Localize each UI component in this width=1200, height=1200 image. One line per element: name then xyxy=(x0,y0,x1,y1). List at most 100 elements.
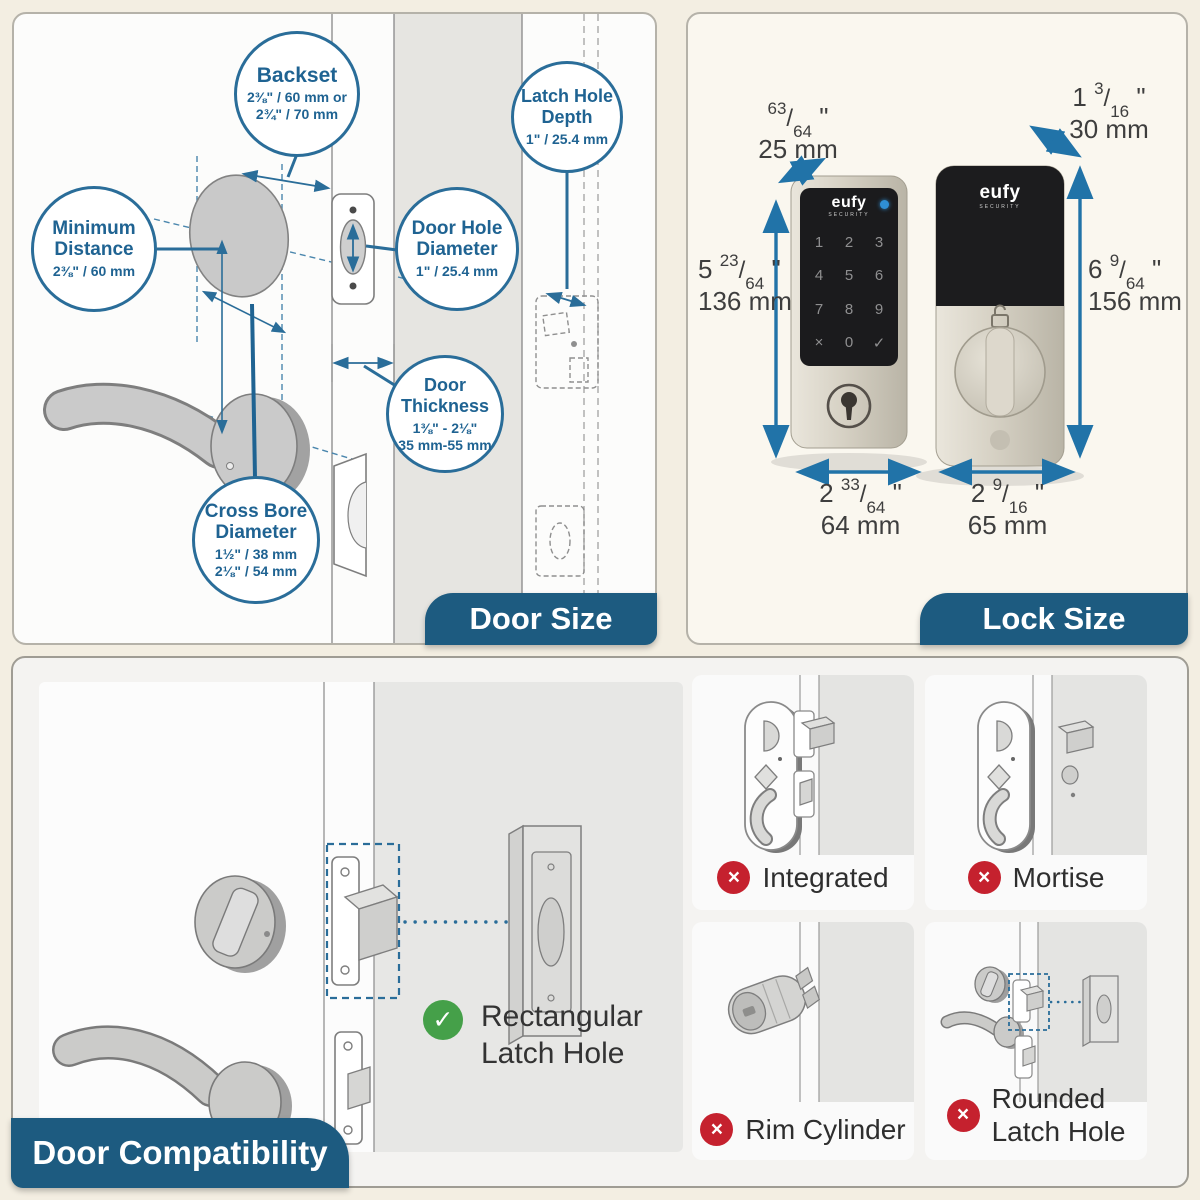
callout-value: 1" / 25.4 mm xyxy=(525,131,609,147)
cross-bore-hole xyxy=(188,174,290,298)
status-led xyxy=(880,200,889,209)
callout-value: 35 mm-55 mm xyxy=(398,436,492,453)
callout-title: Minimum Distance xyxy=(52,218,136,260)
strike-plate xyxy=(508,824,582,1046)
callout-backset: Backset 2⅜" / 60 mm or 2¾" / 70 mm xyxy=(234,31,360,157)
key-6: 6 xyxy=(874,267,884,285)
card-label-row: × Rounded Latch Hole xyxy=(925,1082,1147,1148)
callout-value: 2¾" / 70 mm xyxy=(255,106,339,122)
latch-bolts xyxy=(793,710,836,818)
exterior-depth-label: 63/64 " 25 mm xyxy=(758,99,838,164)
interior-deadbolt-unit xyxy=(935,165,1065,467)
key-0: 0 xyxy=(844,334,854,352)
door-compatibility-tab-label: Door Compatibility xyxy=(32,1134,328,1171)
deadbolt-thumbturn xyxy=(974,966,1010,1003)
door-lever-handle xyxy=(940,1011,1024,1049)
rim-cylinder-body xyxy=(727,966,821,1035)
rim-cylinder-diagram xyxy=(727,922,914,1102)
lower-latch-plate xyxy=(1014,1035,1036,1079)
deadbolt-thumbturn xyxy=(194,875,286,973)
callout-title: Door Thickness xyxy=(400,374,490,416)
exterior-keypad-unit xyxy=(790,175,908,449)
callout-title: Cross Bore Diameter xyxy=(204,500,308,543)
card-rim-cylinder: × Rim Cylinder xyxy=(692,922,914,1160)
thickness-ticks xyxy=(331,344,395,382)
latch-pocket xyxy=(333,452,367,578)
rectangular-latch-diagram-area: ✓ Rectangular Latch Hole xyxy=(39,682,683,1152)
key-4: 4 xyxy=(814,267,824,285)
keypad-keys: 1 2 3 4 5 6 7 8 9 × 0 ✓ xyxy=(804,226,894,360)
callout-cross-bore-diameter: Cross Bore Diameter 1½" / 38 mm 2⅛" / 54… xyxy=(192,476,320,604)
door-compatibility-tab: Door Compatibility xyxy=(11,1118,349,1188)
card-mortise: × Mortise xyxy=(925,675,1147,910)
eufy-logo: eufy xyxy=(979,182,1021,203)
rectangular-latch-hole-label: Rectangular Latch Hole xyxy=(481,1000,643,1070)
lower-latch-plate xyxy=(334,1031,371,1145)
eufy-logo: eufy xyxy=(831,194,867,211)
x-icon: × xyxy=(967,861,1001,894)
x-icon: × xyxy=(700,1113,734,1146)
interior-width-label: 2 9/16 " 65 mm xyxy=(967,475,1048,540)
card-rounded-latch-hole: × Rounded Latch Hole xyxy=(925,922,1147,1160)
delete-key-icon: × xyxy=(814,334,824,352)
card-label: Rim Cylinder xyxy=(745,1113,906,1145)
eufy-security-label: SECURITY xyxy=(979,204,1021,210)
eufy-security-label: SECURITY xyxy=(828,212,870,218)
callout-value: 1⅜" - 2⅛" xyxy=(412,419,478,436)
door-compatibility-panel: ✓ Rectangular Latch Hole xyxy=(11,656,1189,1188)
key-9: 9 xyxy=(874,300,884,318)
card-label-row: × Integrated xyxy=(692,861,914,894)
card-label-row: × Rim Cylinder xyxy=(692,1113,914,1146)
key-2: 2 xyxy=(844,234,854,252)
key-5: 5 xyxy=(844,267,854,285)
exterior-width-label: 2 33/64 " 64 mm xyxy=(819,475,902,540)
callout-door-thickness: Door Thickness 1⅜" - 2⅛" 35 mm-55 mm xyxy=(386,355,504,473)
key-8: 8 xyxy=(844,300,854,318)
key-7: 7 xyxy=(814,300,824,318)
strike-box xyxy=(1082,974,1119,1048)
confirm-key-icon: ✓ xyxy=(872,334,886,352)
check-icon: ✓ xyxy=(423,1000,463,1040)
door-size-tab-label: Door Size xyxy=(469,601,613,636)
card-label: Rounded Latch Hole xyxy=(991,1083,1126,1147)
mount-dot xyxy=(990,430,1010,450)
callout-door-hole-diameter: Door Hole Diameter 1" / 25.4 mm xyxy=(395,187,519,311)
frame-dashed-lines xyxy=(583,14,599,643)
mortise-lock-diagram xyxy=(977,675,1147,855)
interior-height-label: 6 9/64 " 156 mm xyxy=(1088,251,1182,316)
callout-title: Door Hole Diameter xyxy=(411,218,503,260)
callout-minimum-distance: Minimum Distance 2⅜" / 60 mm xyxy=(31,186,157,312)
x-icon: × xyxy=(717,861,751,894)
door-size-tab: Door Size xyxy=(425,593,657,645)
callout-value: 1½" / 38 mm xyxy=(214,545,298,562)
handleset xyxy=(744,701,802,853)
callout-latch-hole-depth: Latch Hole Depth 1" / 25.4 mm xyxy=(511,61,623,173)
card-label-row: × Mortise xyxy=(925,861,1147,894)
key-3: 3 xyxy=(874,234,884,252)
exterior-height-label: 5 23/64 " 136 mm xyxy=(698,251,792,316)
door-size-panel: Backset 2⅜" / 60 mm or 2¾" / 70 mm Minim… xyxy=(12,12,657,645)
interior-depth-label: 1 3/16 " 30 mm xyxy=(1069,79,1149,144)
lock-size-panel: eufy SECURITY 1 2 3 4 5 6 7 8 9 × 0 ✓ eu… xyxy=(686,12,1188,645)
latch-bolt-highlighted xyxy=(1008,973,1085,1031)
lock-dimensions-diagram xyxy=(762,125,1094,486)
card-label: Mortise xyxy=(1012,861,1105,893)
callout-value: 2⅜" / 60 mm xyxy=(52,263,136,279)
lock-size-tab-label: Lock Size xyxy=(982,601,1126,636)
callout-title: Latch Hole Depth xyxy=(520,86,613,127)
callout-title: Backset xyxy=(256,64,338,87)
rectangular-latch-bolt xyxy=(325,842,401,1000)
key-1: 1 xyxy=(814,234,824,252)
latch-hole-outline-lower xyxy=(535,505,585,577)
rounded-latch-diagram xyxy=(940,922,1147,1102)
x-icon: × xyxy=(946,1098,980,1132)
thumbturn-bar xyxy=(985,327,1015,417)
measurement-arrows xyxy=(157,153,587,479)
callout-value: 1" / 25.4 mm xyxy=(415,263,499,279)
rectangular-latch-diagram xyxy=(52,682,683,1152)
shadow xyxy=(771,453,927,471)
mortise-bolt xyxy=(1057,720,1095,798)
card-integrated: × Integrated xyxy=(692,675,914,910)
latch-hole-outline xyxy=(535,295,599,389)
